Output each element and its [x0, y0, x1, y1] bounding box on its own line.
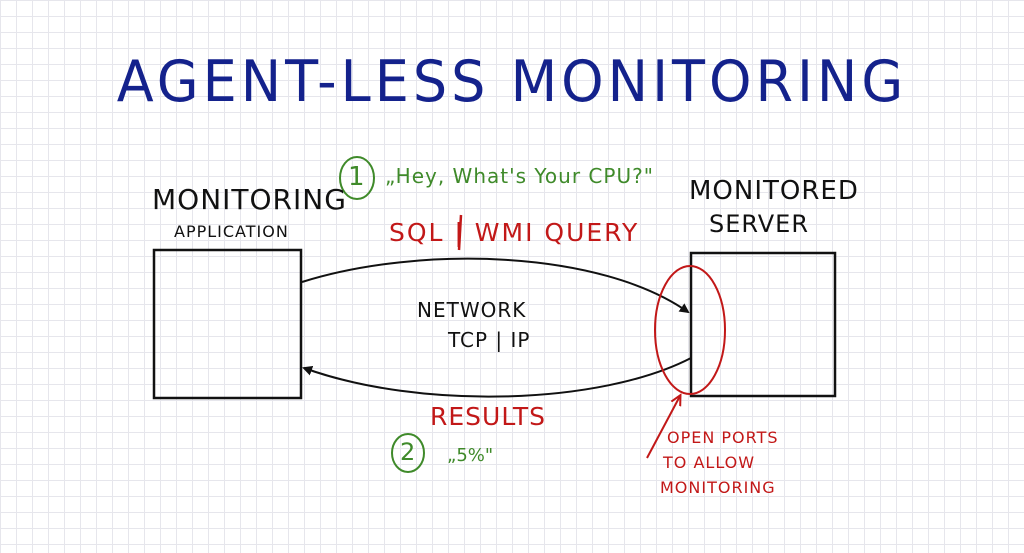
protocol-label: TCP | IP: [448, 328, 531, 352]
step-1-circle: [339, 156, 375, 200]
page-title: AGENT-LESS MONITORING: [116, 48, 908, 115]
request-arrow: [301, 257, 690, 314]
open-ports-note-line3: MONITORING: [660, 478, 776, 497]
step-2-number: 2: [400, 438, 416, 466]
monitored-server-box: [689, 251, 837, 398]
monitored-label: MONITORED: [689, 176, 859, 206]
open-ports-pointer: [646, 396, 680, 459]
open-ports-note-line2: TO ALLOW: [663, 453, 756, 472]
response-arrow: [302, 357, 692, 398]
query-separator: [457, 214, 463, 251]
monitoring-label: MONITORING: [152, 183, 347, 216]
monitoring-application-box: [152, 248, 303, 400]
query-method-label: SQL | WMI QUERY: [389, 218, 640, 247]
application-label: APPLICATION: [174, 222, 289, 241]
network-label: NETWORK: [417, 298, 527, 322]
step-2-circle: [391, 433, 425, 473]
step-1-number: 1: [348, 162, 365, 192]
server-label: SERVER: [709, 210, 810, 238]
results-label: RESULTS: [430, 402, 546, 431]
response-quote: „5%": [447, 445, 494, 466]
open-ports-note-line1: OPEN PORTS: [667, 428, 779, 447]
request-quote: „Hey, What's Your CPU?": [385, 164, 654, 188]
open-ports-ellipse: [654, 265, 726, 395]
